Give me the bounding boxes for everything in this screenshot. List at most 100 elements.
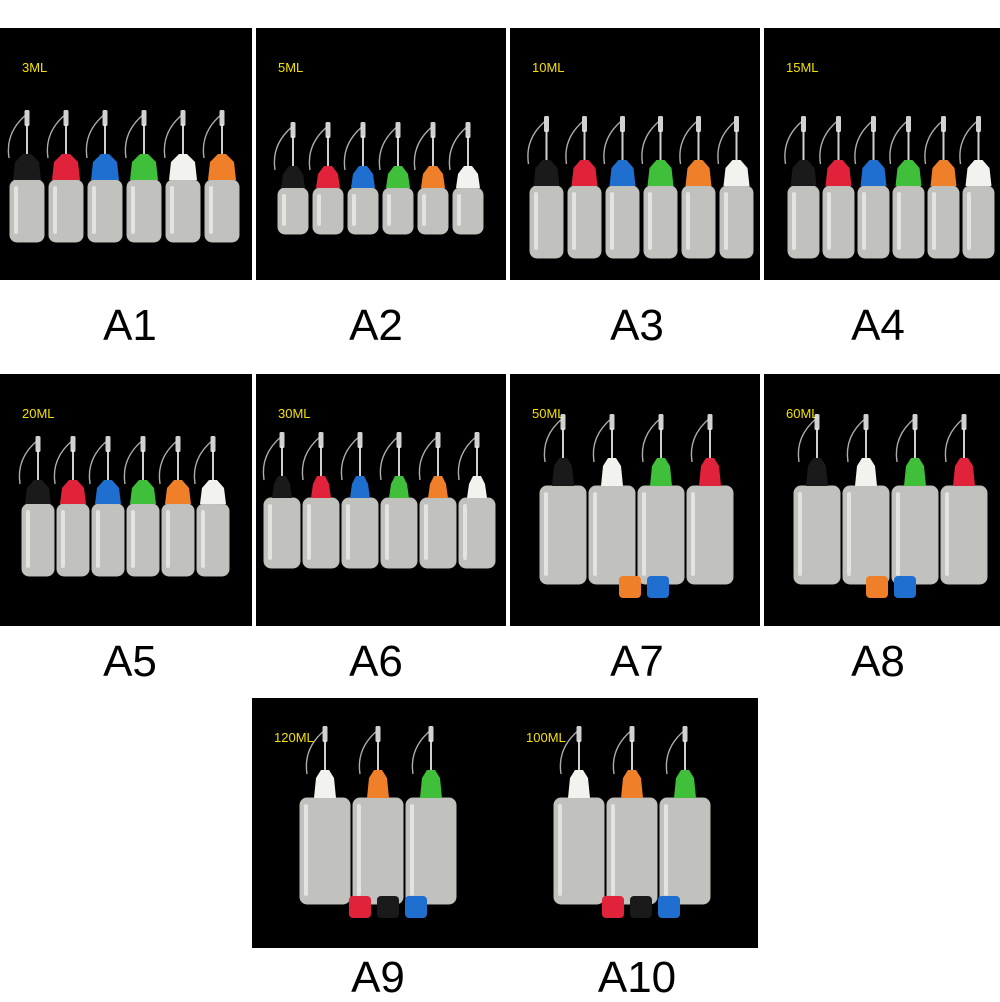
bottle [379,432,418,569]
bottle [158,436,195,577]
cap-icon [467,476,487,498]
cap-icon [351,166,375,188]
bottle [301,432,340,569]
cap-icon [165,480,191,504]
cap-icon [13,154,41,180]
bottle [273,122,309,235]
cap-icon [930,160,957,186]
bottle [124,110,162,243]
product-photo-a10: 100ML [504,698,758,948]
volume-label: 10ML [532,60,565,75]
loose-cap-icon [349,896,371,918]
bottle [378,122,414,235]
bottle [659,726,711,905]
volume-label: 3ML [22,60,48,75]
bottle [418,432,457,569]
bottle [940,414,988,585]
cap-icon [650,458,672,486]
variant-code: A9 [351,953,405,1002]
bottle [85,110,123,243]
cap-icon [386,166,410,188]
cap-icon [95,480,121,504]
loose-cap-icon [658,896,680,918]
cap-icon [953,458,975,486]
product-photo-a9: 120ML [252,698,504,948]
cap-icon [647,160,674,186]
cap-icon [685,160,712,186]
cap-icon [130,154,158,180]
cap-icon [421,166,445,188]
loose-cap-icon [894,576,916,598]
cap-icon [860,160,887,186]
bottle-group [7,110,240,243]
variant-code: A2 [349,301,403,350]
volume-label: 60ML [786,406,819,421]
cap-icon [91,154,119,180]
cap-icon [674,770,696,798]
cap-icon [208,154,236,180]
bottle [18,436,55,577]
bottle [340,432,379,569]
variant-code: A4 [851,301,905,350]
variant-code: A5 [103,637,157,686]
bottle [588,414,636,585]
bottle [123,436,160,577]
cap-icon [389,476,409,498]
bottle [959,116,995,259]
cap-icon [314,770,336,798]
bottle [606,726,658,905]
cap-icon [316,166,340,188]
cap-icon [904,458,926,486]
bottle [193,436,230,577]
loose-cap-icon [647,576,669,598]
volume-label: 5ML [278,60,304,75]
bottle-group [553,726,711,918]
bottle [553,726,605,905]
cap-icon [601,458,623,486]
product-photo-a1: 3ML [0,28,252,280]
cap-icon [965,160,992,186]
bottle [262,432,301,569]
variant-code: A3 [610,301,664,350]
cap-icon [699,458,721,486]
loose-cap-icon [405,896,427,918]
bottle [924,116,960,259]
cap-icon [60,480,86,504]
bottle-group [262,432,496,569]
variant-code: A10 [597,953,677,1002]
bottle [46,110,84,243]
bottle [448,122,484,235]
cap-icon [723,160,750,186]
loose-cap-icon [377,896,399,918]
loose-cap-icon [602,896,624,918]
loose-cap-icon [630,896,652,918]
bottle [413,122,449,235]
cap-icon [311,476,331,498]
cap-icon [456,166,480,188]
cap-icon [533,160,560,186]
bottle [641,116,678,259]
bottle [686,414,734,585]
bottle [88,436,125,577]
bottle [679,116,716,259]
bottle [405,726,457,905]
product-photo-a6: 30ML [256,374,506,626]
product-photo-a8: 60ML [764,374,1000,626]
loose-cap-icon [866,576,888,598]
bottle [565,116,602,259]
loose-cap-icon [619,576,641,598]
product-photo-a3: 10ML [510,28,760,280]
bottle [343,122,379,235]
volume-label: 50ML [532,406,565,421]
bottle [163,110,201,243]
cap-icon [350,476,370,498]
bottle [7,110,45,243]
cap-icon [806,458,828,486]
cap-icon [169,154,197,180]
bottle [889,116,925,259]
bottle-group [784,116,995,259]
bottle [854,116,890,259]
bottle [202,110,240,243]
product-photo-a2: 5ML [256,28,506,280]
bottle-group [273,122,484,235]
